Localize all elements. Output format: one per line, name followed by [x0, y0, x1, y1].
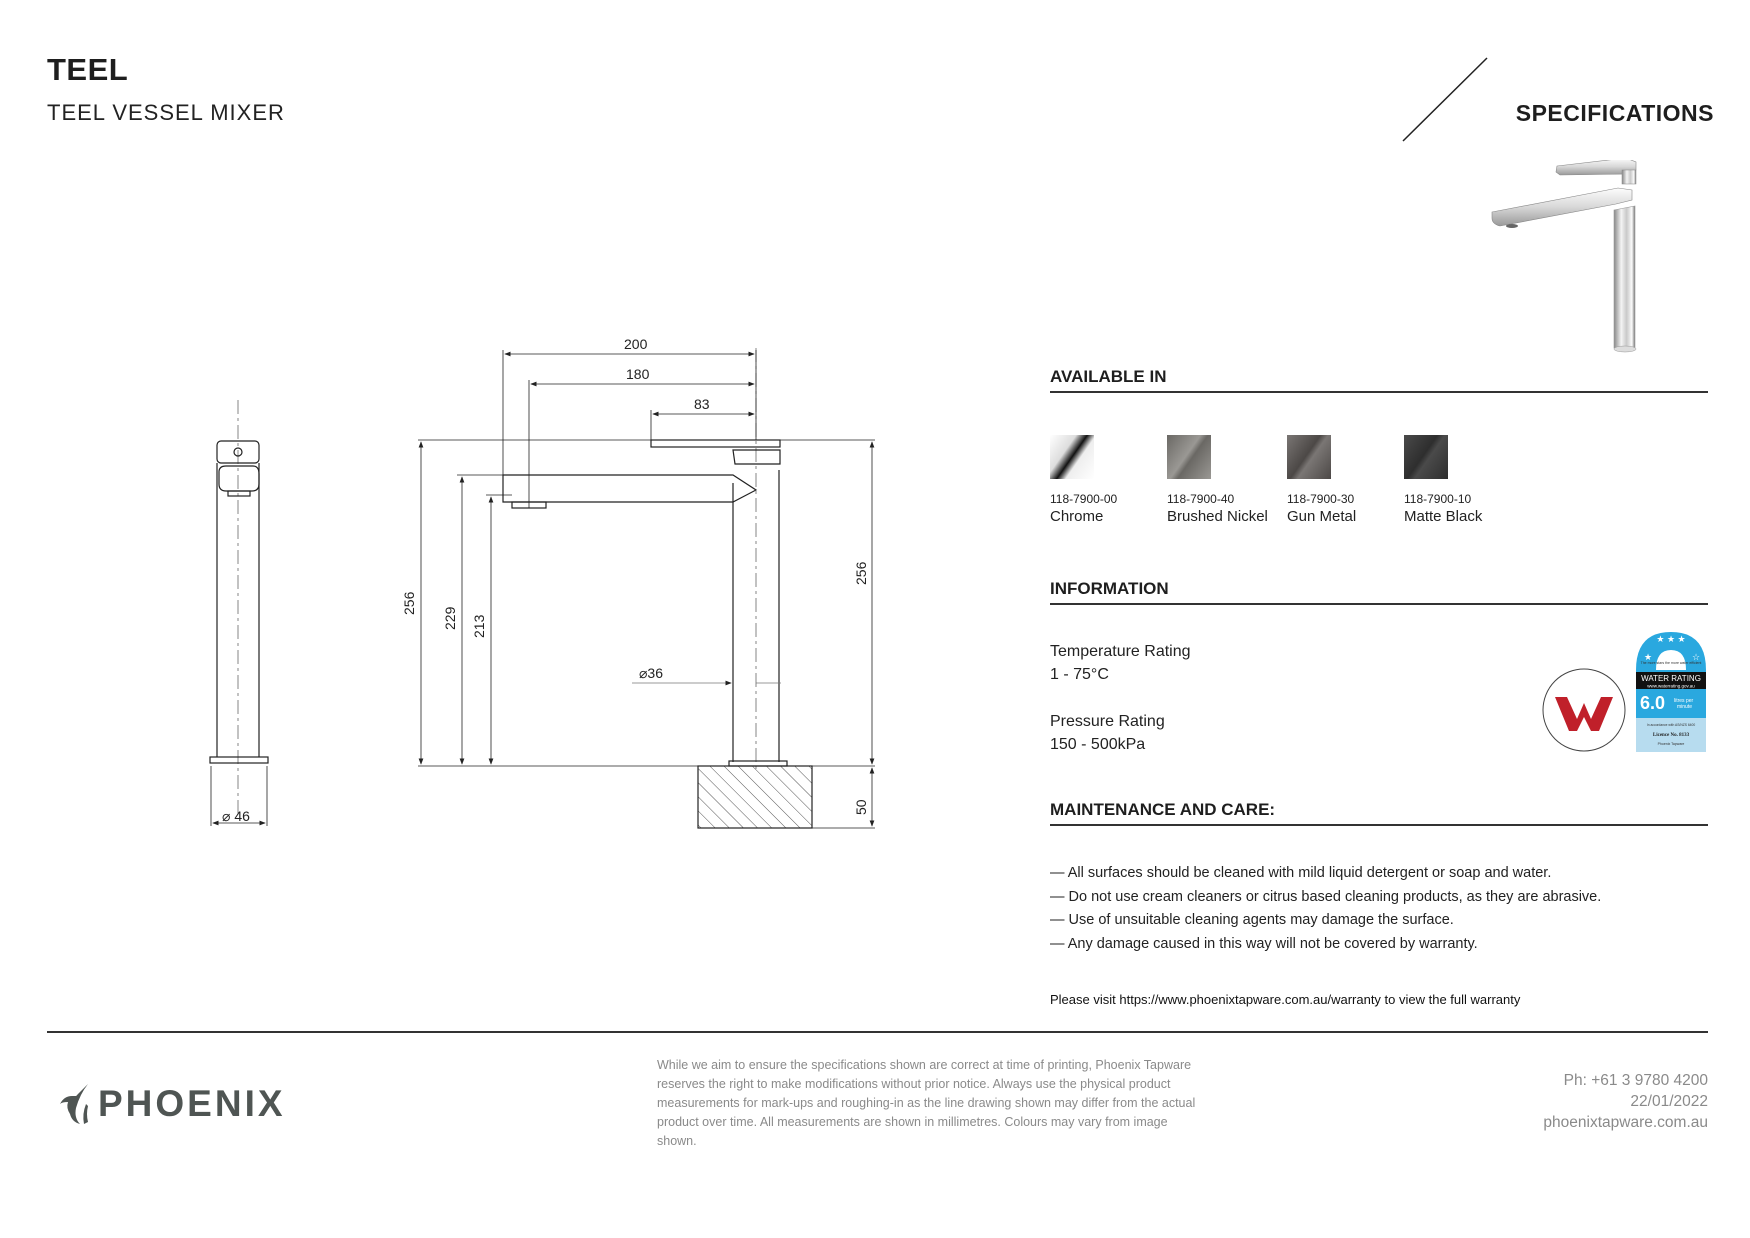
svg-text:Phoenix Tapware: Phoenix Tapware — [1658, 742, 1685, 746]
svg-text:★: ★ — [1644, 652, 1652, 662]
maintenance-item: — Do not use cream cleaners or citrus ba… — [1050, 888, 1602, 905]
brand-title: TEEL — [47, 52, 129, 87]
product-name: TEEL VESSEL MIXER — [47, 100, 285, 125]
phone-number: Ph: +61 3 9780 4200 — [1563, 1072, 1708, 1089]
dim-83-label: 83 — [694, 396, 710, 412]
information-heading: INFORMATION — [1050, 579, 1708, 605]
finish-code: 118-7900-40 — [1167, 492, 1235, 506]
finish-swatch-brushed-nickel[interactable] — [1167, 435, 1211, 479]
front-view-drawing — [418, 348, 875, 829]
contact-block: Ph: +61 3 9780 4200 22/01/2022 phoenixta… — [1543, 1070, 1708, 1133]
specifications-heading: SPECIFICATIONS — [1515, 100, 1714, 126]
maintenance-heading: MAINTENANCE AND CARE: — [1050, 800, 1708, 826]
phoenix-bird-icon — [60, 1084, 88, 1124]
dim-36-label: ⌀36 — [639, 665, 663, 681]
finish-code: 118-7900-00 — [1050, 492, 1118, 506]
svg-text:6.0: 6.0 — [1640, 693, 1665, 713]
maintenance-item: — All surfaces should be cleaned with mi… — [1050, 865, 1552, 881]
decorative-slash-icon — [1402, 57, 1488, 142]
maintenance-item: — Use of unsuitable cleaning agents may … — [1050, 912, 1454, 928]
dim-229-label: 229 — [442, 606, 458, 630]
temperature-rating-value: 1 - 75°C — [1050, 666, 1109, 683]
pressure-rating-label: Pressure Rating — [1050, 713, 1165, 730]
dim-180-label: 180 — [626, 366, 650, 382]
svg-text:★ ★ ★: ★ ★ ★ — [1656, 634, 1685, 644]
technical-drawing: ⌀ 46 — [209, 336, 875, 829]
diameter-46-label: ⌀ 46 — [222, 808, 250, 824]
svg-text:litres per: litres per — [1674, 698, 1694, 704]
finish-swatch-matte-black[interactable] — [1404, 435, 1448, 479]
finish-name: Gun Metal — [1287, 508, 1357, 525]
dim-256-left-label: 256 — [401, 591, 417, 615]
finish-swatch-gun-metal[interactable] — [1287, 435, 1331, 479]
dim-50-label: 50 — [853, 799, 869, 815]
water-rating-label-icon: ★ ★ ★ ★ ☆ The more stars the more water … — [1636, 632, 1706, 752]
svg-text:minute: minute — [1677, 704, 1692, 710]
watermark-certification-icon — [1542, 668, 1626, 752]
svg-text:☆: ☆ — [1692, 652, 1700, 662]
dim-256-right-label: 256 — [853, 561, 869, 585]
warranty-note[interactable]: Please visit https://www.phoenixtapware.… — [1050, 992, 1521, 1007]
website-link[interactable]: phoenixtapware.com.au — [1543, 1114, 1708, 1131]
pressure-rating-value: 150 - 500kPa — [1050, 736, 1146, 753]
finish-code: 118-7900-10 — [1404, 492, 1472, 506]
svg-text:Licence No. 8133: Licence No. 8133 — [1653, 733, 1690, 738]
temperature-rating-label: Temperature Rating — [1050, 643, 1191, 660]
maintenance-list: — All surfaces should be cleaned with mi… — [1050, 862, 1601, 956]
print-date: 22/01/2022 — [1630, 1093, 1708, 1110]
product-image — [1491, 160, 1637, 353]
available-in-heading: AVAILABLE IN — [1050, 367, 1708, 393]
finish-name: Chrome — [1050, 508, 1104, 525]
svg-text:www.waterrating.gov.au: www.waterrating.gov.au — [1647, 684, 1695, 689]
svg-text:In accordance with AS/NZS 6400: In accordance with AS/NZS 6400 — [1647, 723, 1696, 727]
disclaimer-text: While we aim to ensure the specification… — [657, 1058, 1196, 1148]
logo-text: PHOENIX — [98, 1083, 286, 1124]
svg-text:The more stars the more water: The more stars the more water efficient — [1641, 661, 1702, 665]
finish-name: Brushed Nickel — [1167, 508, 1268, 525]
dim-200-label: 200 — [624, 336, 648, 352]
finish-code: 118-7900-30 — [1287, 492, 1355, 506]
maintenance-item: — Any damage caused in this way will not… — [1050, 935, 1478, 952]
footer-divider — [47, 1031, 1708, 1033]
side-view-drawing — [209, 400, 269, 826]
phoenix-logo: PHOENIX — [58, 1082, 286, 1126]
finish-name: Matte Black — [1404, 508, 1483, 525]
finish-swatch-chrome[interactable] — [1050, 435, 1094, 479]
dim-213-label: 213 — [471, 614, 487, 638]
svg-text:WATER RATING: WATER RATING — [1641, 674, 1701, 683]
